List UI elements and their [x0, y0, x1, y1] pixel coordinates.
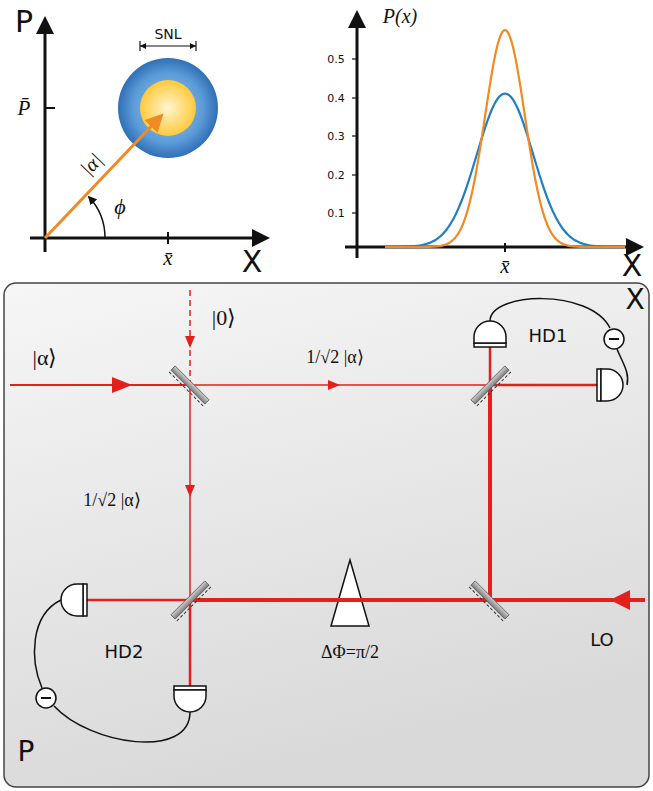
coating [177, 587, 211, 621]
distribution-plot [345, 10, 644, 258]
signal-wire [617, 349, 628, 385]
state-label: |α⟩ [33, 347, 58, 369]
angle-label: ϕ [114, 196, 125, 218]
p-axis [44, 30, 47, 252]
beam-splitter [171, 581, 211, 621]
beam-arrow [185, 336, 195, 348]
y-ticks [352, 59, 357, 213]
output-beam [489, 347, 492, 385]
squeezed-distribution [385, 30, 625, 247]
phase-arc [89, 197, 105, 238]
signal-wire [54, 706, 190, 742]
axis-arrow [348, 10, 366, 28]
beam-arrow [328, 380, 340, 390]
tick [352, 58, 357, 59]
noise-label: SNL [154, 27, 181, 41]
tick [352, 212, 357, 213]
lo-beam [190, 598, 490, 602]
subtractor-symbol [41, 697, 51, 699]
state-label: |0⟩ [212, 307, 236, 329]
tick [352, 135, 357, 136]
detector-label: HD1 [529, 327, 568, 345]
tick [352, 174, 357, 175]
tick-label: 0.5 [327, 54, 345, 65]
amplitude-arrow [45, 116, 161, 238]
beam-arrow [610, 590, 630, 610]
subtractor-symbol [609, 338, 619, 340]
phase-space [30, 16, 270, 252]
beam-arrow [185, 485, 195, 497]
beam-splitter [471, 581, 509, 619]
signal-wire [490, 299, 610, 328]
axis-label: X [622, 251, 643, 281]
beam-splitter [171, 581, 209, 619]
beam-splitter [169, 366, 209, 406]
output-beam [189, 600, 192, 686]
setup-panel [4, 283, 649, 787]
tick-label: 0.4 [327, 93, 345, 104]
state-label: 1/√2 |α⟩ [306, 348, 363, 366]
beams [10, 290, 645, 686]
photodetector [174, 686, 206, 712]
photodetector [597, 369, 623, 401]
beam-arrow [112, 377, 132, 393]
beam-splitter [471, 366, 509, 404]
x-axis [30, 237, 258, 240]
tick-label: x̄ [500, 256, 509, 277]
tick-label: 0.2 [327, 170, 345, 181]
phase-prism [331, 560, 369, 626]
snl-bracket [140, 45, 196, 46]
output-label: P [18, 738, 35, 766]
gaussian-curves [385, 30, 625, 247]
tick [167, 232, 169, 244]
tick-label: 0.1 [327, 208, 345, 219]
axis-label: X [242, 247, 263, 277]
phase-label: ΔΦ=π/2 [321, 643, 379, 661]
detector-body [601, 369, 623, 401]
beam-splitter [171, 366, 209, 404]
amplitude-label: |α| [76, 149, 105, 178]
detector-body [174, 690, 206, 712]
detector-body [61, 584, 83, 616]
subtractor-symbol [604, 329, 624, 349]
noise-circle [118, 58, 218, 158]
coating [169, 372, 203, 406]
detector-body [474, 321, 506, 343]
photodetector [61, 584, 87, 616]
detector-label: HD2 [105, 643, 144, 661]
input-beam [10, 384, 190, 386]
beam-splitter [469, 581, 509, 621]
output-beam [87, 599, 190, 602]
axis-label: P [15, 7, 33, 37]
snl-bracket [140, 43, 196, 49]
coating [469, 587, 503, 621]
axis-arrow [36, 16, 54, 34]
output-label: X [625, 286, 644, 314]
axis-label: P(x) [383, 6, 417, 26]
coherent-distribution [385, 94, 625, 247]
photodetector [474, 321, 506, 347]
tick [45, 107, 55, 109]
tick-label: 0.3 [327, 131, 345, 142]
signal-wire [35, 600, 61, 688]
beam-label: LO [590, 631, 614, 649]
lo-beam [488, 385, 492, 600]
subtractor-symbol [36, 688, 56, 708]
state-label: 1/√2 |α⟩ [83, 491, 140, 509]
output-beam [490, 384, 597, 387]
lo-beam [335, 598, 365, 602]
axis-arrow [252, 229, 270, 247]
tick [352, 97, 357, 98]
optical-setup [4, 283, 649, 787]
tick-label: P̄ [18, 98, 31, 119]
beam-splitter [471, 366, 511, 406]
tick-label: x̄ [163, 248, 172, 269]
coating [477, 372, 511, 406]
tick [504, 243, 506, 252]
